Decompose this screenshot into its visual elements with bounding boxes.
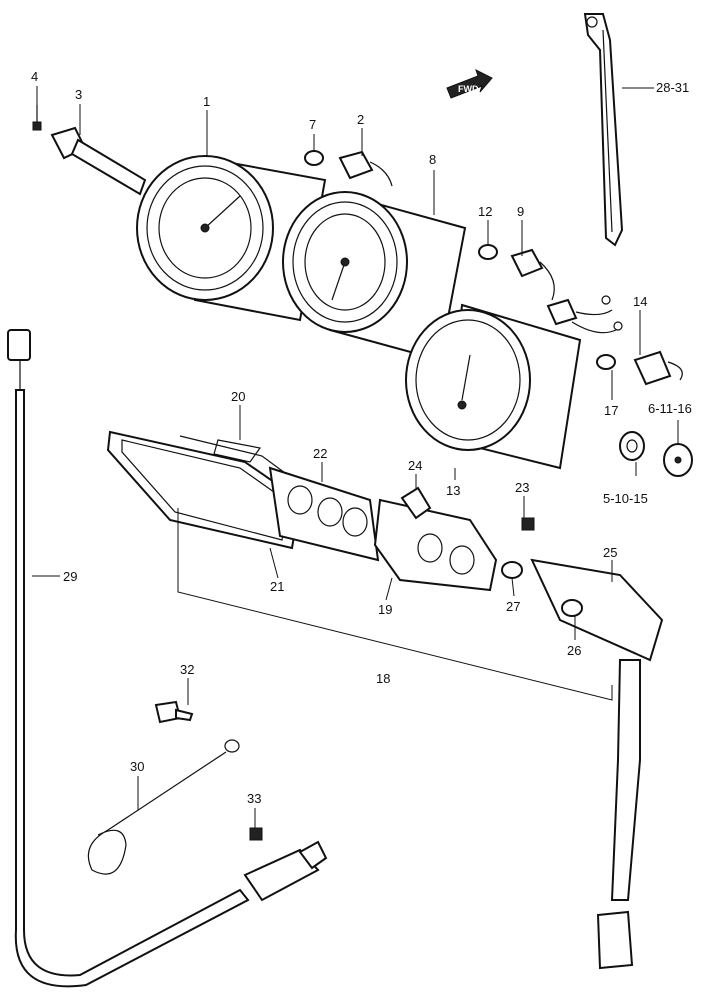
screw-part-23 <box>521 517 535 531</box>
socket-part-9 <box>510 248 555 301</box>
gauge-part-13 <box>405 303 582 470</box>
leader-lines <box>32 86 679 828</box>
callout-part-23[interactable]: 23 <box>515 480 530 495</box>
callout-part-3[interactable]: 3 <box>75 87 83 102</box>
case-part-19-24 <box>373 486 498 592</box>
callout-part-1[interactable]: 1 <box>203 94 211 109</box>
callout-part-24[interactable]: 24 <box>408 458 423 473</box>
callout-part-18[interactable]: 18 <box>376 671 391 686</box>
bulb-part-7 <box>304 150 324 166</box>
callout-part-19[interactable]: 19 <box>378 602 393 617</box>
pin-part-3 <box>50 126 147 196</box>
callout-part-21[interactable]: 21 <box>270 579 285 594</box>
callout-part-12[interactable]: 12 <box>478 204 493 219</box>
gasket-part-20 <box>213 439 262 463</box>
bulb-part-12 <box>478 244 498 260</box>
callout-part-5-10-15[interactable]: 5-10-15 <box>603 491 648 506</box>
callout-part-25[interactable]: 25 <box>603 545 618 560</box>
callout-part-4[interactable]: 4 <box>31 69 39 84</box>
fwd-arrow-icon: FWD <box>446 69 493 99</box>
callout-part-14[interactable]: 14 <box>633 294 648 309</box>
callout-part-33[interactable]: 33 <box>247 791 262 806</box>
panel-part-21 <box>106 430 302 550</box>
callout-part-29[interactable]: 29 <box>63 569 78 584</box>
connector-wires-top <box>546 295 623 334</box>
bracket-part-28-31 <box>583 13 624 247</box>
svg-text:FWD: FWD <box>458 84 479 94</box>
callout-part-30[interactable]: 30 <box>130 759 145 774</box>
harness-part-25 <box>501 558 664 970</box>
screw-part-33 <box>249 827 263 841</box>
socket-part-2 <box>338 150 393 187</box>
gauge-part-8 <box>282 191 467 362</box>
callout-part-28-31[interactable]: 28-31 <box>656 80 690 95</box>
grommet-part-5-10-15 <box>619 431 645 461</box>
bolt-part-32 <box>154 700 194 724</box>
callout-part-8[interactable]: 8 <box>429 152 437 167</box>
callout-part-32[interactable]: 32 <box>180 662 195 677</box>
callout-part-26[interactable]: 26 <box>567 643 582 658</box>
bulb-part-17 <box>596 354 616 370</box>
callout-part-6-11-16[interactable]: 6-11-16 <box>648 401 692 416</box>
grommet-part-6-11-16 <box>663 443 693 477</box>
cable-part-29 <box>7 329 328 988</box>
callout-part-2[interactable]: 2 <box>357 112 365 127</box>
socket-part-14 <box>633 350 683 386</box>
callout-part-17[interactable]: 17 <box>604 403 619 418</box>
screw-part-4 <box>32 105 42 131</box>
callout-part-9[interactable]: 9 <box>517 204 525 219</box>
callout-part-13[interactable]: 13 <box>446 483 461 498</box>
housing-part-22 <box>268 466 380 562</box>
callout-part-7[interactable]: 7 <box>309 117 317 132</box>
callout-part-22[interactable]: 22 <box>313 446 328 461</box>
assembly-bracket-18 <box>177 508 613 701</box>
callout-part-20[interactable]: 20 <box>231 389 246 404</box>
wire-part-30 <box>87 739 240 875</box>
callout-part-27[interactable]: 27 <box>506 599 521 614</box>
